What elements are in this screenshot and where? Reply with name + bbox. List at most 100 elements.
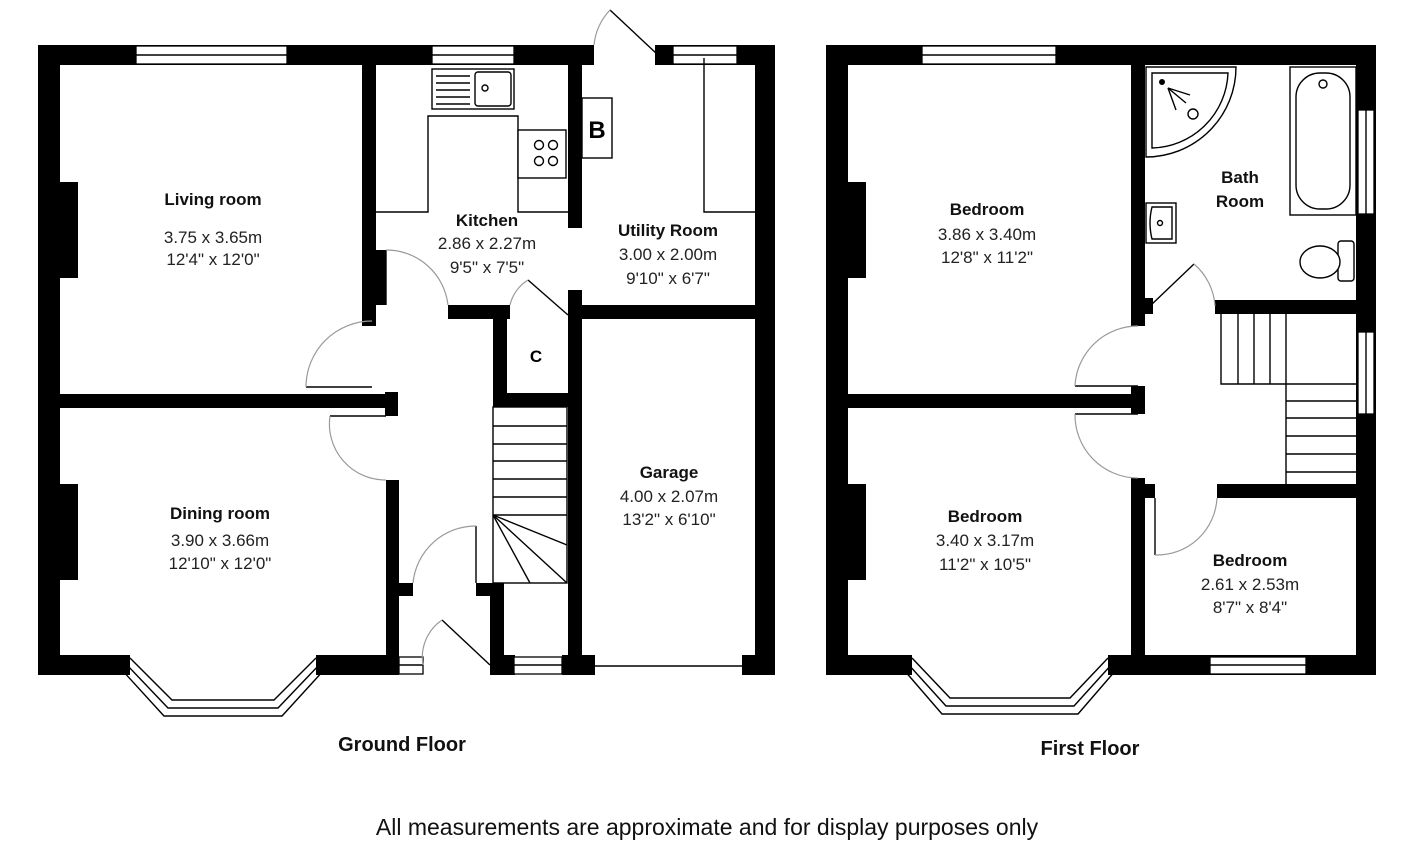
room-bedroom-3: Bedroom 2.61 x 2.53m 8'7" x 8'4": [1201, 551, 1299, 617]
wall-stub: [1131, 386, 1145, 414]
window: [1357, 109, 1375, 215]
wall-cupboard-bottom: [493, 393, 573, 407]
door-bedroom-2: [1074, 413, 1139, 479]
wall-stub: [385, 392, 398, 416]
wall-cupboard: [493, 318, 507, 398]
door-living: [305, 320, 373, 388]
wall-stub: [1145, 484, 1155, 498]
first-floor-plan: Bedroom 3.86 x 3.40m 12'8" x 11'2" Bath …: [826, 45, 1376, 760]
svg-text:Room: Room: [1216, 192, 1264, 211]
svg-text:Utility Room: Utility Room: [618, 221, 718, 240]
door-bathroom: [1149, 263, 1216, 307]
wall-utility-garage: [568, 305, 775, 319]
room-dining: Dining room 3.90 x 3.66m 12'10" x 12'0": [169, 504, 272, 573]
chimney-breast: [58, 484, 78, 580]
svg-text:12'4" x 12'0": 12'4" x 12'0": [166, 250, 259, 269]
wall-dining-hall: [386, 480, 399, 675]
svg-text:3.86 x 3.40m: 3.86 x 3.40m: [938, 225, 1036, 244]
door-kitchen: [385, 249, 449, 306]
staircase: [492, 406, 568, 584]
svg-text:2.61 x 2.53m: 2.61 x 2.53m: [1201, 575, 1299, 594]
wall-living-dining: [58, 394, 398, 408]
svg-text:Bedroom: Bedroom: [1213, 551, 1288, 570]
chimney-breast: [58, 182, 78, 278]
svg-text:3.00 x 2.00m: 3.00 x 2.00m: [619, 245, 717, 264]
window: [921, 45, 1057, 65]
door-dining: [328, 415, 387, 481]
room-garage: Garage 4.00 x 2.07m 13'2" x 6'10": [620, 463, 718, 529]
first-south-wall-left: [826, 655, 912, 675]
first-north-wall: [826, 45, 1376, 65]
kitchen-worktop: [376, 115, 568, 213]
kitchen-sink: [431, 68, 515, 110]
svg-text:Bedroom: Bedroom: [948, 507, 1023, 526]
door-bedroom-3: [1154, 497, 1218, 556]
svg-text:9'10" x 6'7": 9'10" x 6'7": [626, 269, 710, 288]
window: [513, 656, 563, 675]
wall-kitchen-hall: [448, 305, 510, 319]
room-living: Living room 3.75 x 3.65m 12'4" x 12'0": [164, 190, 262, 269]
wall-porch-stub: [399, 583, 413, 596]
svg-text:Dining room: Dining room: [170, 504, 270, 523]
back-door: [593, 9, 658, 55]
svg-text:3.90 x 3.66m: 3.90 x 3.66m: [171, 531, 269, 550]
wall-porch-east: [490, 583, 504, 675]
wall-kitchen-utility: [568, 58, 582, 228]
ground-west-wall: [38, 45, 60, 675]
window: [431, 45, 515, 65]
washbasin-icon: [1145, 202, 1177, 244]
disclaimer-text: All measurements are approximate and for…: [376, 814, 1039, 840]
svg-text:3.40 x 3.17m: 3.40 x 3.17m: [936, 531, 1034, 550]
ground-south-wall-c3: [742, 655, 775, 675]
window: [1357, 331, 1375, 415]
utility-worktop: [703, 58, 755, 213]
first-west-wall: [826, 45, 848, 675]
svg-text:Kitchen: Kitchen: [456, 211, 518, 230]
room-bedroom-2: Bedroom 3.40 x 3.17m 11'2" x 10'5": [936, 507, 1034, 574]
door-inner-porch: [412, 525, 477, 584]
hob-icon: [517, 129, 567, 179]
wall-bedroom-bath: [1131, 58, 1145, 326]
ground-floor-plan: B C: [38, 9, 775, 756]
door-utility: [509, 279, 569, 316]
bay-window: [121, 657, 325, 717]
bay-window: [903, 657, 1117, 715]
room-bathroom: Bath Room: [1216, 168, 1264, 211]
cupboard-marker: C: [530, 347, 542, 366]
toilet-icon: [1299, 240, 1355, 282]
room-bedroom-1: Bedroom 3.86 x 3.40m 12'8" x 11'2": [938, 200, 1036, 267]
ground-south-wall-mid: [316, 655, 398, 675]
bathtub-icon: [1289, 66, 1357, 216]
wall-bedroom-small: [1131, 478, 1145, 675]
window: [1209, 656, 1307, 675]
window: [135, 45, 288, 65]
boiler-marker: B: [588, 117, 605, 144]
wall-living-kitchen: [362, 58, 376, 326]
svg-text:8'7" x 8'4": 8'7" x 8'4": [1213, 598, 1287, 617]
svg-text:4.00 x 2.07m: 4.00 x 2.07m: [620, 487, 718, 506]
ground-east-wall: [755, 45, 775, 675]
svg-text:2.86 x 2.27m: 2.86 x 2.27m: [438, 234, 536, 253]
svg-text:9'5" x 7'5": 9'5" x 7'5": [450, 258, 524, 277]
svg-text:13'2" x 6'10": 13'2" x 6'10": [622, 510, 715, 529]
wall-bedroom-bedroom: [846, 394, 1144, 408]
window: [672, 45, 738, 65]
boiler-cupboard: [581, 97, 613, 159]
svg-text:12'10" x 12'0": 12'10" x 12'0": [169, 554, 272, 573]
ground-floor-label: Ground Floor: [338, 734, 466, 756]
door-bedroom-1: [1074, 325, 1139, 387]
svg-text:Living room: Living room: [164, 190, 261, 209]
wall-garage-west: [568, 290, 582, 675]
wall-landing-smallbed: [1217, 484, 1360, 498]
chimney-breast: [846, 182, 866, 278]
room-kitchen: Kitchen 2.86 x 2.27m 9'5" x 7'5": [438, 211, 536, 277]
front-door: [421, 619, 491, 666]
svg-text:Garage: Garage: [640, 463, 699, 482]
first-floor-label: First Floor: [1041, 738, 1140, 760]
svg-text:Bedroom: Bedroom: [950, 200, 1025, 219]
ground-south-wall-left: [38, 655, 130, 675]
wall-stub: [1145, 298, 1153, 314]
window: [398, 656, 424, 675]
staircase: [1220, 314, 1356, 484]
